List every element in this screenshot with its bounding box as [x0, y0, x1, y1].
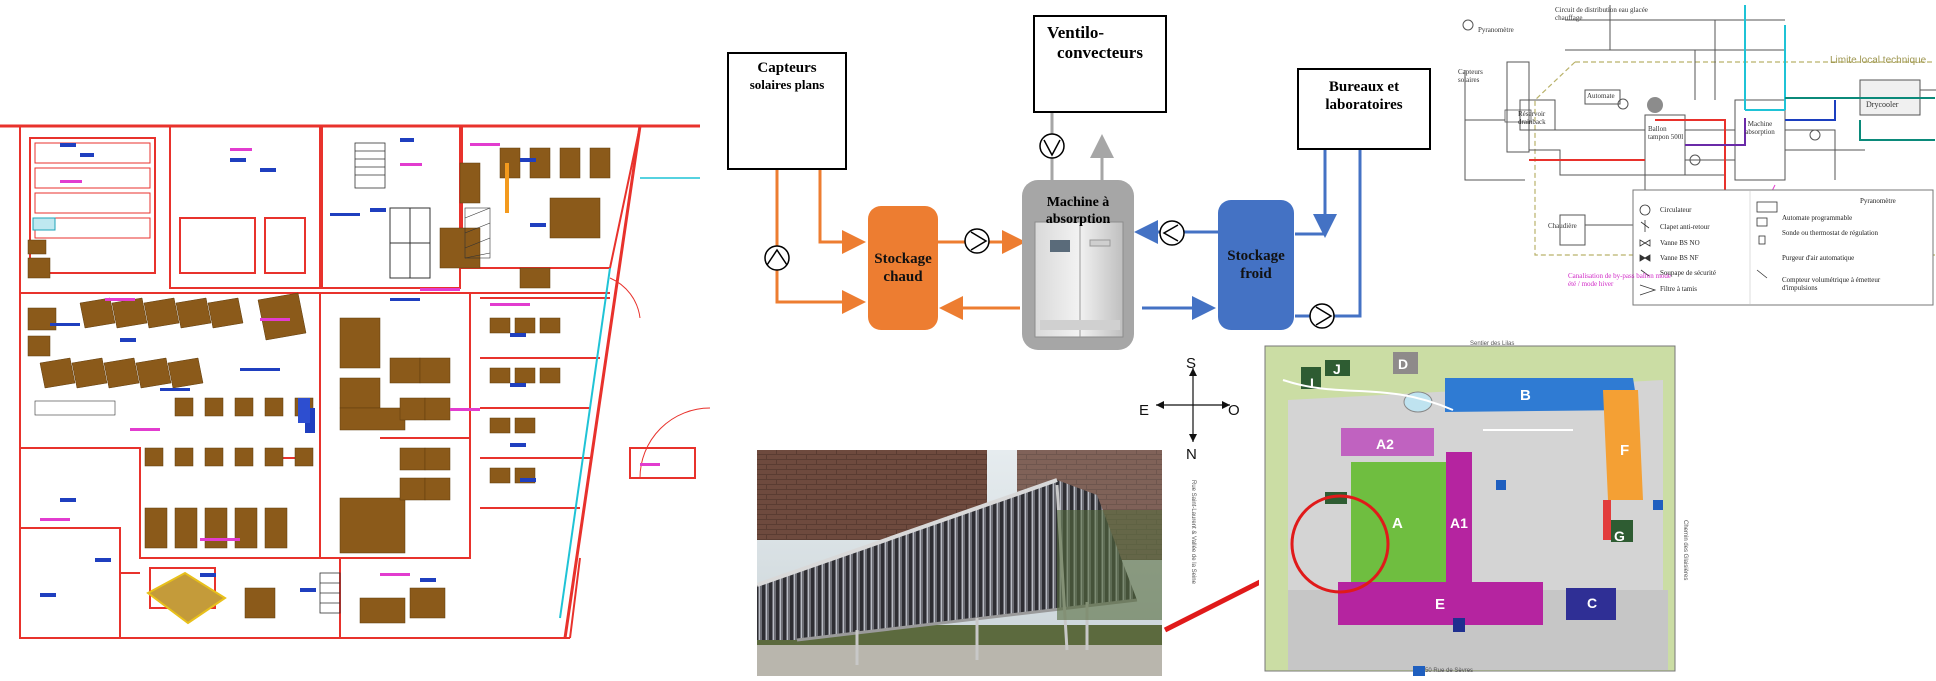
zone-i-label: I	[1310, 375, 1314, 391]
legend-valve-nf: Vanne BS NF	[1660, 254, 1699, 262]
automate-label: Automate	[1587, 92, 1615, 100]
circuit-label: Circuit de distribution eau glacée chauf…	[1555, 6, 1648, 22]
building-f	[1603, 390, 1643, 500]
zone-e-label: E	[1435, 596, 1446, 613]
offices-box: Bureaux et laboratoires	[1297, 68, 1431, 150]
cold-storage	[1218, 200, 1294, 330]
legend-circulator: Circulateur	[1660, 206, 1692, 214]
collector-photo	[757, 450, 1162, 676]
machine-line1: Machine à	[1046, 195, 1110, 210]
fan-coils-subtitle: convecteurs	[1057, 43, 1143, 62]
building-i	[1301, 367, 1321, 389]
cold-storage-label: Stockage froid	[1218, 200, 1294, 330]
floor-plan	[0, 124, 710, 639]
cold-storage-line2: froid	[1240, 266, 1272, 282]
compass-east: E	[1139, 402, 1150, 419]
machine-line2: absorption	[1045, 212, 1111, 227]
zone-a2-label: A2	[1376, 436, 1394, 452]
zone-a1-label: A1	[1450, 515, 1468, 531]
site-map	[1259, 340, 1679, 678]
compass-rose	[1156, 368, 1230, 442]
right-street-label: Chemin des Glaisières	[1682, 520, 1688, 581]
building-j	[1325, 360, 1350, 376]
top-street-label: Sentier des Lilas	[1470, 341, 1515, 347]
left-street-label: Rue Saint-Laurent & Vallée de la Seine	[1190, 480, 1196, 584]
hydraulic-schematic	[1462, 5, 1936, 306]
hot-storage-label: Stockage chaud	[868, 206, 938, 330]
solar-collectors-subtitle: solaires plans	[749, 77, 825, 92]
drycooler-label: Drycooler	[1866, 100, 1899, 109]
building-d	[1393, 352, 1418, 374]
zone-b-label: B	[1520, 387, 1531, 404]
building-e	[1338, 582, 1543, 625]
offices-subtitle: laboratoires	[1325, 97, 1403, 113]
building-a	[1351, 462, 1446, 582]
offices-title: Bureaux et	[1328, 79, 1400, 95]
legend-pyranometer: Pyranomètre	[1860, 197, 1896, 205]
legend-filter: Filtre à tamis	[1660, 285, 1697, 293]
bottom-street-label: 50 Rue de Sèvres	[1425, 668, 1474, 674]
legend-safety-valve: Soupape de sécurité	[1660, 269, 1716, 277]
legend-automate: Automate programmable	[1782, 214, 1853, 222]
building-a1	[1446, 452, 1472, 582]
hot-storage-line2: chaud	[883, 269, 923, 285]
bypass-label: Canalisation de by-pass ballon mode été …	[1568, 272, 1672, 288]
highlight-circle	[1290, 494, 1390, 594]
building-a2	[1341, 428, 1434, 456]
legend-air-vent: Purgeur d'air automatique	[1782, 254, 1855, 262]
fan-coils-box: Ventilo- convecteurs	[1033, 15, 1167, 113]
legend-meter: Compteur volumétrique à émetteur d'impul…	[1782, 276, 1881, 292]
compass-west: O	[1228, 402, 1240, 419]
machine-label: Machine à absorption	[1022, 194, 1134, 228]
buffer-tank-label: Ballon tampon 500l	[1648, 125, 1684, 141]
schematic-collectors-label: Capteurs solaires	[1458, 68, 1483, 84]
zone-j-label: J	[1333, 361, 1341, 377]
building-b	[1445, 378, 1638, 412]
building-c	[1566, 588, 1616, 620]
cold-storage-line1: Stockage	[1227, 248, 1285, 264]
schematic-machine-label: Machine absorption	[1745, 120, 1775, 136]
solar-collectors-box: Capteurs solaires plans	[727, 52, 847, 170]
technical-room-limit-label: Limite local technique	[1830, 55, 1927, 66]
solar-collectors-title: Capteurs	[757, 60, 817, 76]
fan-coils-title: Ventilo-	[1047, 23, 1104, 42]
zone-d-label: D	[1398, 356, 1409, 372]
hot-storage	[868, 206, 938, 330]
zone-f-label: F	[1620, 442, 1630, 459]
pyranometer-label: Pyranomètre	[1478, 26, 1514, 34]
legend-valve-no: Vanne BS NO	[1660, 239, 1700, 247]
legend-check-valve: Clapet anti-retour	[1660, 223, 1710, 231]
building-g	[1611, 520, 1633, 542]
reservoir-label: Réservoir drainback	[1518, 110, 1546, 126]
compass-south: S	[1186, 355, 1197, 372]
zone-g-label: G	[1614, 528, 1625, 544]
hot-storage-line1: Stockage	[874, 251, 932, 267]
boiler-label: Chaudière	[1548, 222, 1577, 230]
compass-north: N	[1186, 446, 1197, 463]
zone-a-label: A	[1392, 515, 1403, 532]
zone-c-label: C	[1587, 595, 1598, 611]
legend-sensor: Sonde ou thermostat de régulation	[1782, 229, 1879, 237]
